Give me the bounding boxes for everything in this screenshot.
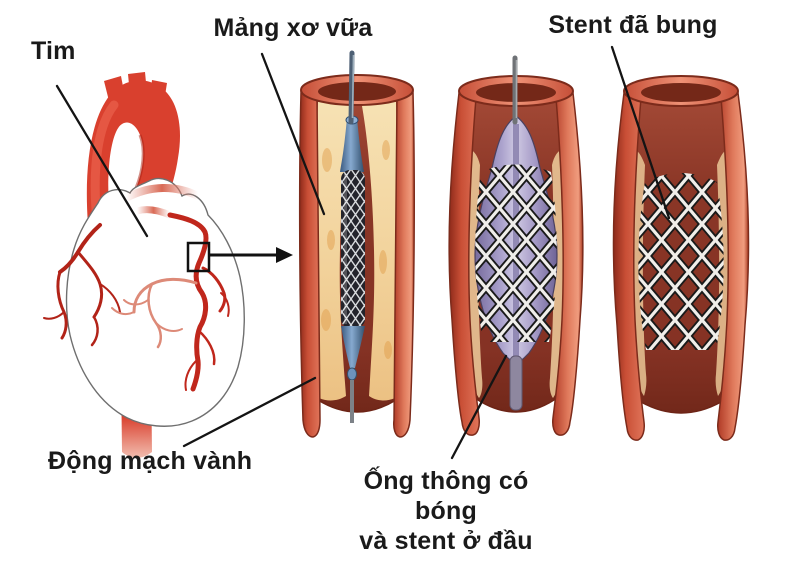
label-stent-expanded: Stent đã bung	[548, 11, 718, 39]
leader-lines	[55, 45, 671, 460]
label-catheter-line2: và stent ở đầu	[359, 527, 533, 555]
artery-wall-right	[393, 90, 415, 438]
artery-wall-left	[448, 92, 480, 436]
zoom-arrow	[209, 247, 293, 263]
guidewire-upper	[348, 50, 355, 125]
catheter-tube-lower	[509, 355, 523, 411]
marker-box	[186, 241, 211, 273]
label-plaque: Mảng xơ vữa	[213, 14, 373, 42]
label-catheter-line1: Ống thông có bóng	[363, 467, 529, 525]
heart-outline	[65, 177, 245, 427]
artery-panel-stented	[612, 75, 750, 441]
aorta-branch	[104, 76, 125, 101]
balloon-taper	[341, 326, 365, 368]
artery-wall-right	[552, 92, 584, 436]
artery-rim-hole	[318, 82, 396, 101]
aorta-branch	[128, 72, 147, 95]
leader-heart	[55, 84, 149, 238]
leader-plaque	[260, 52, 326, 216]
arrowhead	[276, 247, 293, 263]
aorta-branch	[150, 80, 167, 102]
artery-panel-balloon	[448, 55, 584, 436]
expanded-stent-mesh	[475, 164, 557, 342]
leader-catheter	[450, 354, 508, 460]
guidewire-highlight	[351, 54, 355, 119]
artery-wall-left	[612, 92, 645, 441]
label-catheter: Ống thông có bóng và stent ở đầu	[330, 466, 562, 556]
leader-coronary	[182, 376, 317, 448]
crimped-stent	[341, 170, 365, 328]
artery-wall-left	[298, 90, 321, 438]
plaque-right	[362, 100, 398, 401]
label-heart: Tim	[31, 37, 76, 65]
artery-rim-hole	[641, 83, 721, 102]
expanded-stent-mesh	[638, 173, 724, 350]
leader-stent	[610, 45, 671, 220]
coronary-arteries	[43, 206, 230, 392]
label-coronary-artery: Động mạch vành	[48, 447, 253, 475]
catheter-bulge	[347, 367, 357, 381]
catheter-tip	[340, 118, 364, 172]
pulmonary-arc	[122, 184, 202, 202]
artery-panel-blocked	[298, 50, 415, 438]
artery-wall-right	[717, 92, 750, 441]
heart-illustration	[43, 72, 293, 458]
plaque-mottling	[321, 140, 392, 359]
